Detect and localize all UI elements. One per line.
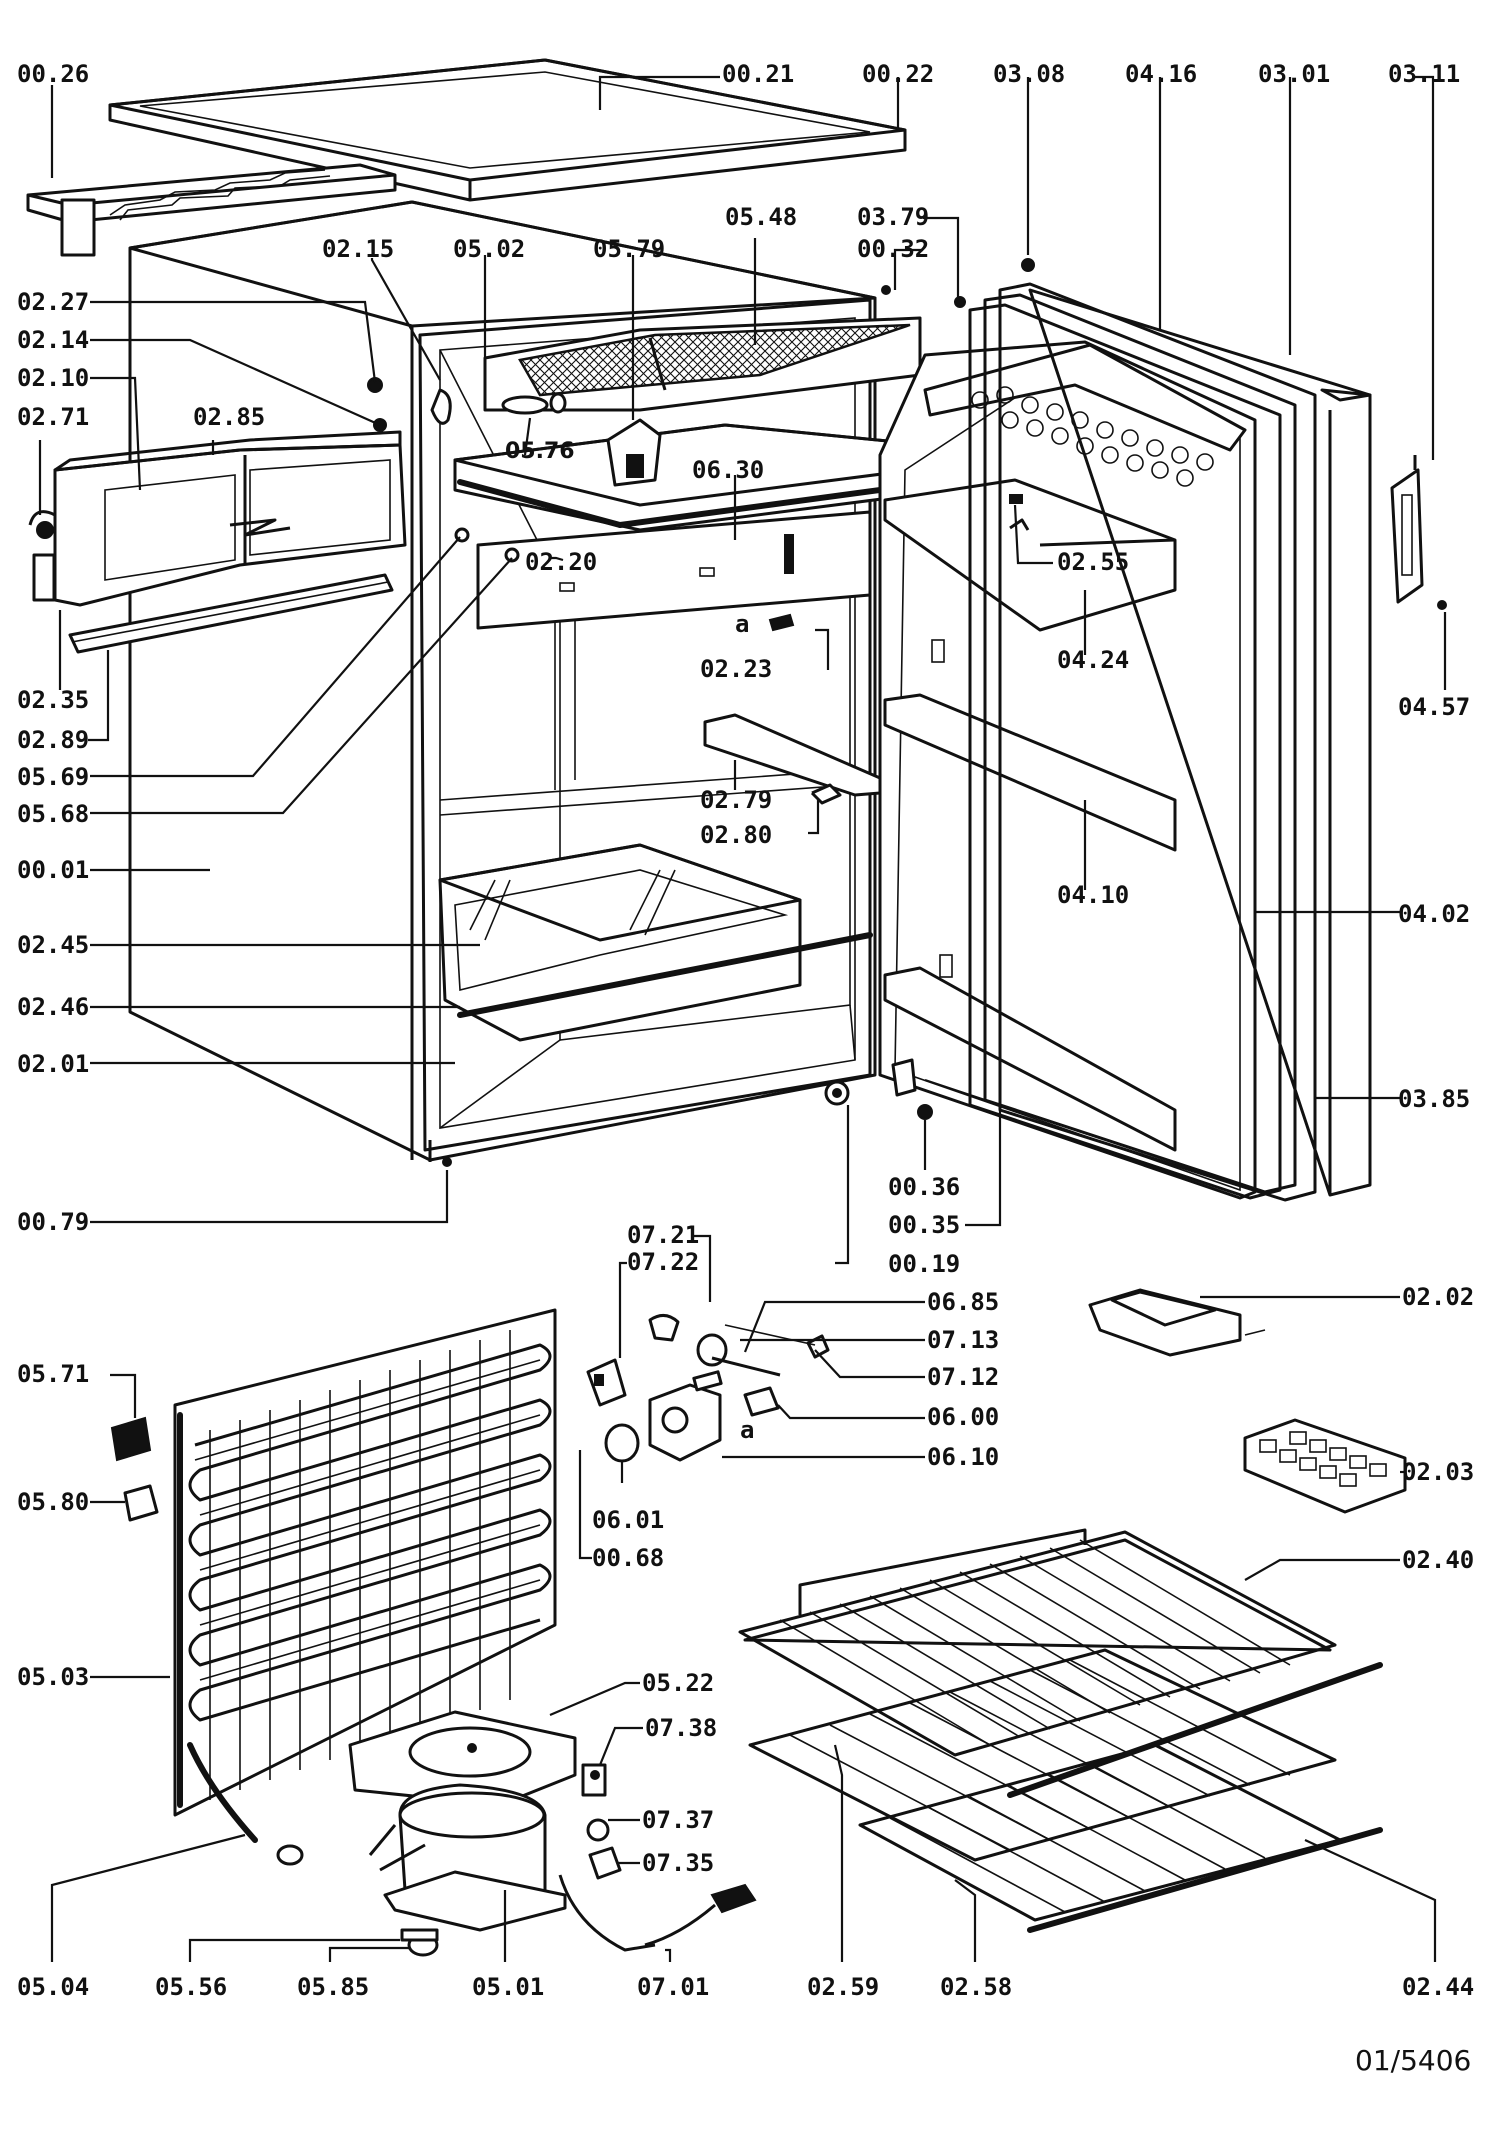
compressor-drawing <box>348 1710 757 1957</box>
part-label-00-79: 00.79 <box>17 1208 89 1236</box>
part-label-06-00: 06.00 <box>927 1403 999 1431</box>
appliance-artwork <box>26 58 1447 1957</box>
part-label-05-22: 05.22 <box>642 1669 714 1697</box>
part-label-03-08: 03.08 <box>993 60 1065 88</box>
part-label-05-79: 05.79 <box>593 235 665 263</box>
control-unit-drawing <box>586 1314 830 1463</box>
part-label-05-80: 05.80 <box>17 1488 89 1516</box>
part-label-07-38: 07.38 <box>645 1714 717 1742</box>
part-label-02-80: 02.80 <box>700 821 772 849</box>
condenser-coil-drawing <box>173 1308 557 1866</box>
part-label-02-27: 02.27 <box>17 288 89 316</box>
part-label-05-71: 05.71 <box>17 1360 89 1388</box>
part-label-00-26: 00.26 <box>17 60 89 88</box>
part-label-02-46: 02.46 <box>17 993 89 1021</box>
part-labels: 00.26 00.21 00.22 03.08 04.16 03.01 03.1… <box>17 60 1474 2077</box>
part-label-00-01: 00.01 <box>17 856 89 884</box>
part-label-02-55: 02.55 <box>1057 548 1129 576</box>
relay-parts-drawing <box>581 1763 622 1880</box>
wire-shelves-drawing <box>738 1528 1383 1933</box>
part-label-07-22: 07.22 <box>627 1248 699 1276</box>
part-label-05-69: 05.69 <box>17 763 89 791</box>
part-label-00-68: 00.68 <box>592 1544 664 1572</box>
part-label-00-19: 00.19 <box>888 1250 960 1278</box>
part-label-02-23: 02.23 <box>700 655 772 683</box>
part-label-07-01: 07.01 <box>637 1973 709 2001</box>
part-label-06-10: 06.10 <box>927 1443 999 1471</box>
part-label-05-85: 05.85 <box>297 1973 369 2001</box>
part-label-00-32: 00.32 <box>857 235 929 263</box>
part-label-07-35: 07.35 <box>642 1849 714 1877</box>
part-label-04-16: 04.16 <box>1125 60 1197 88</box>
part-label-02-79: 02.79 <box>700 786 772 814</box>
part-label-07-13: 07.13 <box>927 1326 999 1354</box>
reference-number: 01/5406 <box>1355 2044 1471 2077</box>
door-shelf-drawing <box>28 430 407 607</box>
part-label-06-30: 06.30 <box>692 456 764 484</box>
part-label-02-01: 02.01 <box>17 1050 89 1078</box>
door-outer-drawing <box>968 282 1372 1202</box>
part-label-06-85: 06.85 <box>927 1288 999 1316</box>
part-label-07-12: 07.12 <box>927 1363 999 1391</box>
drip-plate-drawing <box>454 510 872 630</box>
part-label-05-02: 05.02 <box>453 235 525 263</box>
part-label-02-85: 02.85 <box>193 403 265 431</box>
part-label-05-68: 05.68 <box>17 800 89 828</box>
part-label-00-36: 00.36 <box>888 1173 960 1201</box>
part-label-02-58: 02.58 <box>940 1973 1012 2001</box>
part-label-07-21: 07.21 <box>627 1221 699 1249</box>
part-label-02-89: 02.89 <box>17 726 89 754</box>
part-label-05-04: 05.04 <box>17 1973 89 2001</box>
part-label-03-79: 03.79 <box>857 203 929 231</box>
part-label-02-59: 02.59 <box>807 1973 879 2001</box>
part-label-04-02: 04.02 <box>1398 900 1470 928</box>
small-hardware-drawing <box>367 258 1035 1167</box>
part-label-05-76: 05.76 <box>505 439 575 464</box>
part-label-02-03: 02.03 <box>1402 1458 1474 1486</box>
hinge-drawing <box>1390 455 1447 610</box>
tray-02-02-drawing <box>1088 1288 1266 1357</box>
connector-mark-a-lower: a <box>740 1416 754 1444</box>
part-label-00-35: 00.35 <box>888 1211 960 1239</box>
part-label-02-02: 02.02 <box>1402 1283 1474 1311</box>
ice-tray-drawing <box>1243 1418 1407 1514</box>
part-label-05-03: 05.03 <box>17 1663 89 1691</box>
part-label-02-14: 02.14 <box>17 326 89 354</box>
part-label-03-01: 03.01 <box>1258 60 1330 88</box>
top-panel-drawing <box>108 58 907 202</box>
part-label-02-40: 02.40 <box>1402 1546 1474 1574</box>
part-label-02-71: 02.71 <box>17 403 89 431</box>
crisper-drawer-drawing <box>438 843 873 1042</box>
part-label-02-44: 02.44 <box>1402 1973 1474 2001</box>
part-label-02-20: 02.20 <box>525 548 597 576</box>
part-label-04-24: 04.24 <box>1057 646 1129 674</box>
part-label-02-10: 02.10 <box>17 364 89 392</box>
part-label-02-45: 02.45 <box>17 931 89 959</box>
connector-mark-a-upper: a <box>735 610 749 638</box>
part-label-00-21: 00.21 <box>722 60 794 88</box>
part-label-04-10: 04.10 <box>1057 881 1129 909</box>
part-label-02-15: 02.15 <box>322 235 394 263</box>
part-label-04-57: 04.57 <box>1398 693 1470 721</box>
part-label-07-37: 07.37 <box>642 1806 714 1834</box>
part-label-05-56: 05.56 <box>155 1973 227 2001</box>
part-label-03-11: 03.11 <box>1388 60 1460 88</box>
part-label-05-48: 05.48 <box>725 203 797 231</box>
guard-rail-drawing <box>68 573 394 654</box>
part-label-02-35: 02.35 <box>17 686 89 714</box>
rear-rail-drawing <box>26 163 397 257</box>
part-label-05-01: 05.01 <box>472 1973 544 2001</box>
part-label-00-22: 00.22 <box>862 60 934 88</box>
door-liner-drawing <box>878 340 1257 1200</box>
coil-clips-drawing <box>110 1416 159 1522</box>
part-label-06-01: 06.01 <box>592 1506 664 1534</box>
leader-lines <box>38 75 1447 1962</box>
part-label-03-85: 03.85 <box>1398 1085 1470 1113</box>
